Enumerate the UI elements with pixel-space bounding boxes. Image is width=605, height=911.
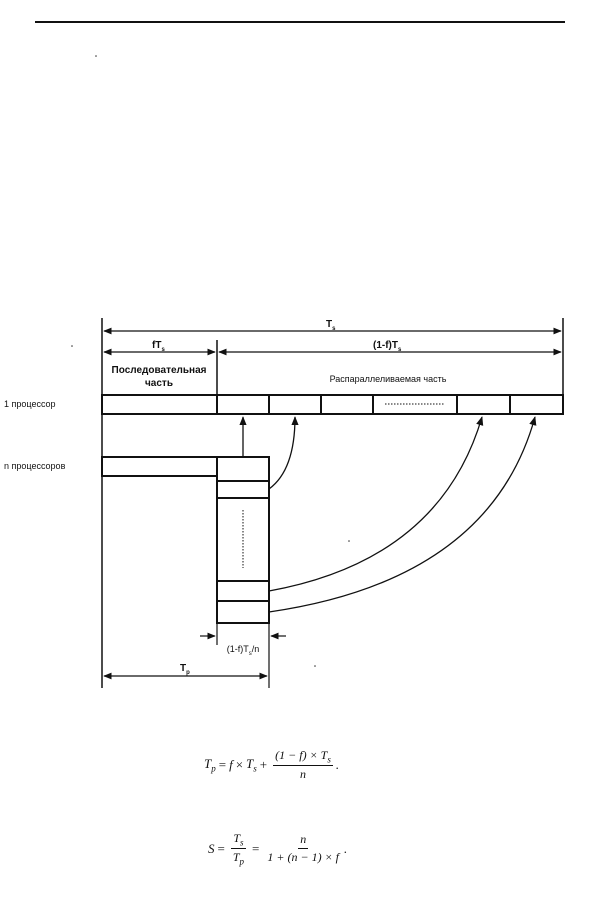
speck-2 <box>71 345 73 347</box>
speck-1 <box>95 55 97 57</box>
arrow-to-block-n <box>268 416 537 613</box>
speck-4 <box>314 665 316 667</box>
tp-formula-lhs: Tp <box>204 756 216 774</box>
arrow-to-block-2 <box>268 416 299 490</box>
par-block-1 <box>216 394 270 415</box>
fts-label: fTs <box>152 340 165 353</box>
tp-label: Tp <box>180 663 190 676</box>
arrow-to-block-n-1 <box>268 416 484 592</box>
one-minus-f-ts-label: (1-f)Ts <box>373 340 402 353</box>
one-processor-label: 1 процессор <box>4 399 56 409</box>
speedup-formula-end: . <box>344 840 348 856</box>
speedup-fraction-1-num: Ts <box>231 831 246 850</box>
speedup-fraction-1-den: Tp <box>232 850 245 867</box>
parallel-part-label: Распараллеливаемая часть <box>330 374 447 384</box>
par-block-3 <box>320 394 374 415</box>
speedup-formula: S = Ts Tp = n 1 + (n − 1) × f . <box>208 831 347 867</box>
tp-formula-eq: = <box>218 757 227 773</box>
tp-formula-end: . <box>335 757 340 773</box>
tp-formula-numerator: (1 − f) × Ts <box>273 748 333 767</box>
seq-block-1proc <box>101 394 218 415</box>
par-block-2 <box>268 394 322 415</box>
tp-formula-f: f <box>229 757 233 773</box>
par-block-n <box>509 394 564 415</box>
sequential-part-label: Последовательная <box>112 365 207 376</box>
speedup-fraction-2: n 1 + (n − 1) × f <box>265 832 341 865</box>
speedup-fraction-2-den: 1 + (n − 1) × f <box>267 850 339 865</box>
ts-label: Ts <box>326 319 336 332</box>
seq-block-nproc <box>101 456 218 477</box>
par-block-n-1 <box>456 394 511 415</box>
tp-formula-times: × <box>235 757 244 773</box>
speedup-formula-lhs: S <box>208 840 215 856</box>
n-processors-label: n процессоров <box>4 461 66 471</box>
sequential-part-label-2: часть <box>145 378 173 389</box>
tp-formula-denominator: n <box>300 767 306 782</box>
speedup-fraction-2-num: n <box>298 832 309 850</box>
parallel-time-label: (1-f)Ts/n <box>227 644 260 657</box>
tp-formula-plus: + <box>259 757 268 773</box>
tp-formula: Tp = f × Ts + (1 − f) × Ts n . <box>204 748 339 782</box>
speedup-formula-eq: = <box>217 840 225 856</box>
speedup-fraction-1: Ts Tp <box>231 831 246 867</box>
tp-formula-ts: Ts <box>246 756 257 774</box>
tp-formula-fraction: (1 − f) × Ts n <box>273 748 333 782</box>
speedup-formula-eq2: = <box>252 840 260 856</box>
speck-3 <box>348 540 350 542</box>
